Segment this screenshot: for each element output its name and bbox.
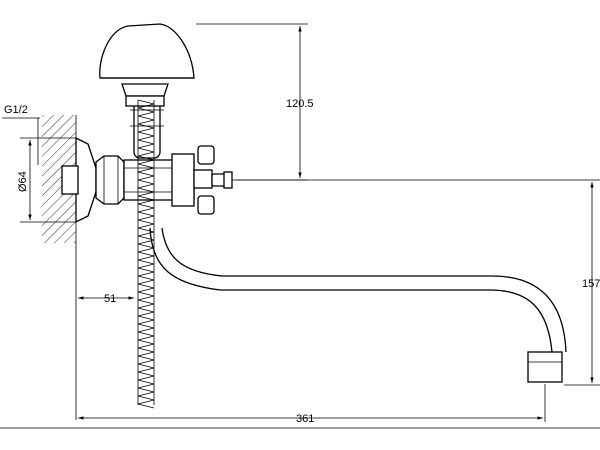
shower-head xyxy=(99,23,195,107)
wall xyxy=(42,115,77,420)
offset-wall-label: 51 xyxy=(104,293,116,305)
height-spout-label: 157 xyxy=(582,278,600,290)
flexible-hose xyxy=(137,99,155,409)
spout xyxy=(149,227,567,383)
height-top-label: 120.5 xyxy=(286,98,314,110)
dimension-lines xyxy=(0,23,600,429)
mixer-body xyxy=(95,153,195,207)
diverter-handle xyxy=(193,145,233,215)
length-total-label: 361 xyxy=(296,413,314,425)
thread-label: G1/2 xyxy=(4,104,28,116)
diameter-label: Ø64 xyxy=(17,171,29,192)
